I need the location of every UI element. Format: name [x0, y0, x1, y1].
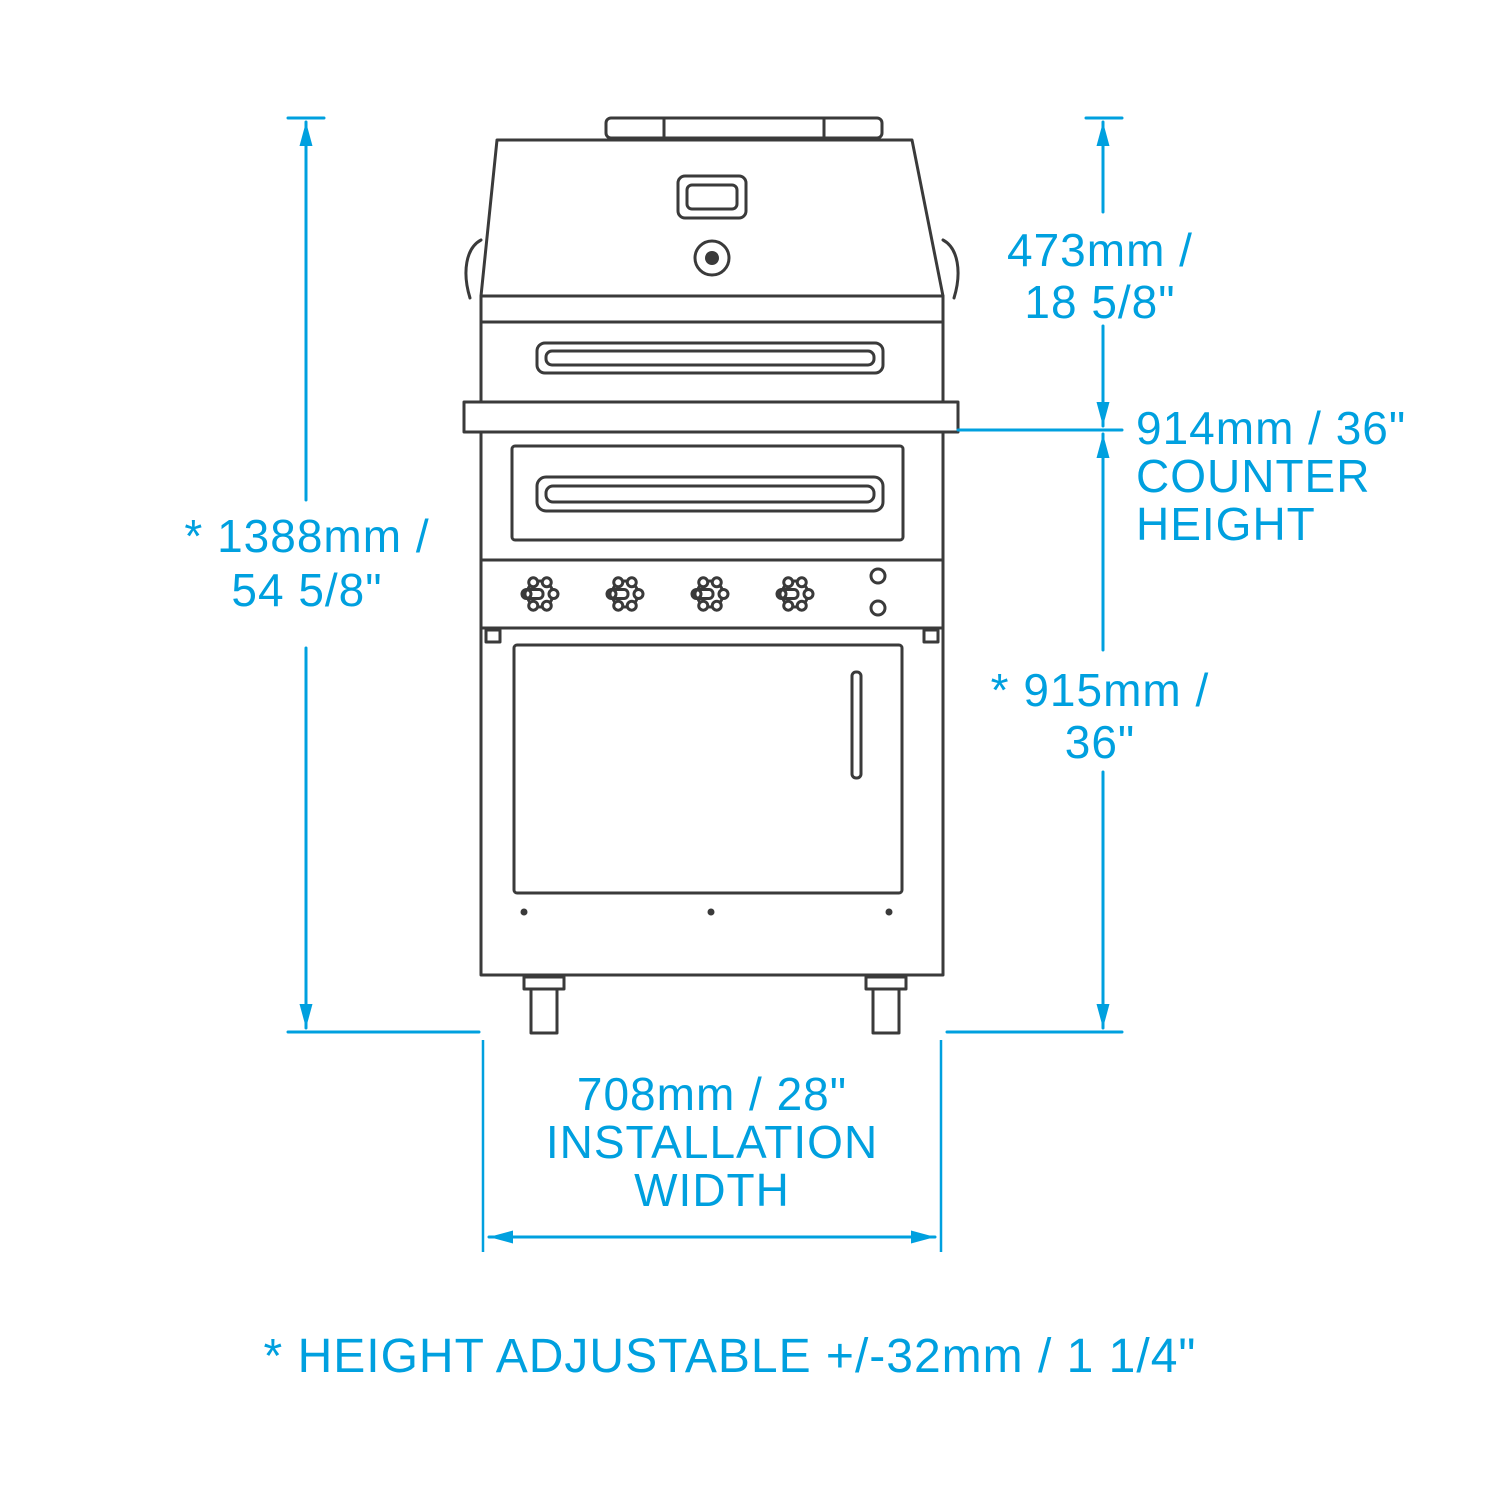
- label-overall-height-line1: * 1388mm /: [184, 510, 429, 562]
- oven-door-handle: [850, 670, 863, 780]
- ignition-button: [869, 567, 887, 585]
- label-width-line3: WIDTH: [634, 1164, 790, 1216]
- control-knob: [775, 576, 815, 612]
- warming-drawer: [479, 430, 945, 562]
- label-hood-height-line1: 473mm /: [1007, 224, 1193, 276]
- dimension-labels: * 1388mm / 54 5/8" 473mm / 18 5/8" 914mm…: [184, 224, 1406, 1383]
- grease-tray-slot: [535, 341, 885, 375]
- label-overall-height-line2: 54 5/8": [231, 564, 382, 616]
- counter-ledge: [462, 400, 960, 434]
- grease-tray-panel: [479, 320, 945, 404]
- drawer-handle-slot: [535, 475, 885, 513]
- side-handle-right: [941, 238, 960, 300]
- control-knob: [520, 576, 560, 612]
- oven-cabinet: [479, 626, 945, 977]
- vent-dot: [707, 908, 715, 916]
- label-base-height-line1: * 915mm /: [991, 664, 1210, 716]
- leg-right: [864, 975, 908, 1035]
- vent-dot: [885, 908, 893, 916]
- label-width-line2: INSTALLATION: [546, 1116, 878, 1168]
- grill-drawing: [462, 116, 960, 1035]
- control-knob: [605, 576, 645, 612]
- label-width-line1: 708mm / 28": [577, 1068, 847, 1120]
- label-counter-height-line1: 914mm / 36": [1136, 402, 1406, 454]
- ignition-button: [869, 599, 887, 617]
- label-counter-height-line2: COUNTER: [1136, 450, 1370, 502]
- label-base-height-line2: 36": [1065, 716, 1136, 768]
- control-knob: [690, 576, 730, 612]
- thermometer-dial: [693, 239, 731, 277]
- lid-handle: [604, 116, 884, 140]
- grill-hood: [464, 138, 960, 324]
- control-panel: [479, 558, 945, 630]
- label-counter-height-line3: HEIGHT: [1136, 498, 1316, 550]
- side-handle-left: [464, 238, 483, 300]
- oven-door: [512, 643, 904, 895]
- label-hood-height-line2: 18 5/8": [1024, 276, 1175, 328]
- hinge-right: [922, 628, 940, 644]
- vent-dot: [520, 908, 528, 916]
- dimension-annotations: [286, 116, 1124, 1252]
- label-footnote: * HEIGHT ADJUSTABLE +/-32mm / 1 1/4": [264, 1330, 1197, 1383]
- hinge-left: [484, 628, 502, 644]
- leg-left: [522, 975, 566, 1035]
- brand-badge: [676, 174, 748, 220]
